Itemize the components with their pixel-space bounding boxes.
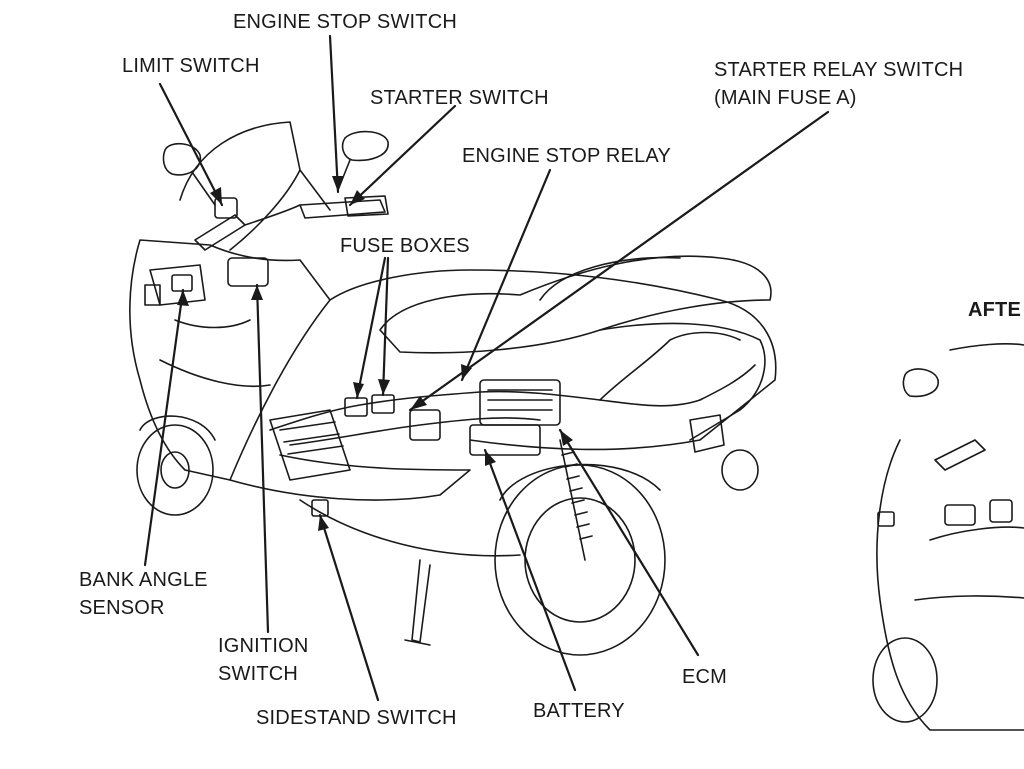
label-ecm: ECM — [682, 666, 728, 688]
headlight-left — [144, 284, 161, 306]
label-engine-stop-switch: ENGINE STOP SWITCH — [233, 11, 458, 33]
fuse-box-2 — [371, 394, 395, 414]
fairing-crease — [159, 359, 271, 388]
arrow-battery — [485, 450, 496, 466]
arrow-fuse-boxes-1 — [353, 382, 364, 398]
leader-ignition-switch — [255, 283, 270, 634]
arrow-engine-stop-switch — [332, 176, 344, 192]
seat — [379, 255, 772, 354]
leader-engine-stop-relay — [460, 168, 552, 382]
right-mirror — [341, 130, 389, 162]
wiring-harness-2 — [289, 417, 541, 446]
arrow-starter-relay-switch — [410, 396, 427, 410]
arrow-starter-switch — [350, 190, 365, 205]
handlebar-bridge — [244, 204, 301, 226]
label-starter-relay-switch-line2: (MAIN FUSE A) — [714, 87, 857, 109]
ecm-detail — [487, 389, 553, 411]
inset-connector-2 — [944, 504, 976, 526]
label-fuse-boxes: FUSE BOXES — [340, 235, 470, 257]
label-ignition-switch: IGNITION SWITCH — [218, 632, 309, 688]
rear-body — [599, 322, 766, 441]
leader-fuse-boxes-1 — [355, 256, 387, 400]
label-limit-switch: LIMIT SWITCH — [122, 55, 260, 77]
arrow-fuse-boxes-2 — [378, 379, 390, 395]
arrow-bank-angle-sensor — [177, 290, 189, 306]
label-sidestand-switch: SIDESTAND SWITCH — [256, 707, 457, 729]
label-engine-stop-relay: ENGINE STOP RELAY — [462, 145, 672, 167]
seat-hump — [539, 256, 681, 301]
label-ignition-switch-line2: SWITCH — [218, 663, 299, 685]
leader-limit-switch — [158, 82, 224, 207]
leader-ecm — [558, 428, 700, 657]
arrow-engine-stop-relay — [461, 364, 472, 380]
inset-mirror — [902, 368, 939, 398]
wiring-branch-rear — [699, 364, 756, 401]
label-bank-angle-sensor: BANK ANGLE SENSOR — [79, 566, 208, 622]
ignition-unit — [227, 257, 269, 287]
floorboard — [229, 454, 471, 501]
label-after: AFTE — [968, 299, 1022, 321]
wiring-branch — [599, 331, 741, 401]
inset-wheel — [872, 637, 938, 723]
inset-panel — [929, 526, 1024, 541]
stand-foot — [404, 639, 431, 646]
label-ignition-switch-line1: IGNITION — [218, 635, 309, 657]
label-battery: BATTERY — [533, 700, 625, 722]
leader-starter-relay-switch — [408, 110, 830, 412]
tail-light — [689, 414, 725, 453]
inset-connector-1 — [877, 511, 895, 527]
leader-fuse-boxes-2 — [381, 256, 390, 397]
relay-block — [409, 409, 441, 441]
side-stand — [411, 559, 431, 643]
sidestand-switch-unit — [311, 499, 329, 517]
side-panel — [329, 269, 777, 451]
label-starter-switch: STARTER SWITCH — [370, 87, 549, 109]
label-bank-angle-sensor-line2: SENSOR — [79, 597, 165, 619]
leader-engine-stop-switch — [328, 34, 340, 194]
rear-shock-spring — [561, 451, 593, 540]
front-fender — [139, 415, 216, 441]
arrow-ecm — [560, 430, 573, 446]
bank-angle-unit — [171, 274, 193, 292]
right-grip — [344, 195, 389, 217]
leader-starter-switch — [348, 104, 457, 207]
left-mirror — [162, 142, 202, 176]
limit-switch-unit — [214, 197, 238, 219]
leader-battery — [483, 448, 577, 692]
arrow-limit-switch — [210, 187, 222, 205]
front-wheel — [136, 424, 214, 516]
windscreen — [179, 121, 301, 251]
inset-connector-3 — [989, 499, 1013, 523]
arrow-sidestand-switch — [318, 515, 329, 531]
inset-handlebar — [934, 439, 986, 471]
inset-panel-2 — [914, 595, 1024, 601]
side-panel-lower — [299, 499, 521, 557]
label-starter-relay-switch: STARTER RELAY SWITCH (MAIN FUSE A) — [714, 56, 963, 112]
label-starter-relay-switch-line1: STARTER RELAY SWITCH — [714, 59, 964, 81]
leader-sidestand-switch — [318, 513, 380, 702]
inset-windscreen — [949, 343, 1024, 351]
engine-fins — [279, 421, 344, 455]
fairing-vent — [174, 319, 251, 329]
engine-block — [269, 409, 351, 481]
label-bank-angle-sensor-line1: BANK ANGLE — [79, 569, 208, 591]
rear-fender — [499, 463, 661, 501]
front-wheel-hub — [160, 451, 190, 489]
leader-bank-angle-sensor — [143, 288, 185, 567]
left-mirror-stem — [191, 171, 216, 206]
inset-fairing — [876, 439, 1024, 731]
battery-box — [469, 424, 541, 456]
rear-shock — [559, 439, 586, 561]
rear-wheel-inner — [524, 497, 636, 623]
rear-reflector — [721, 449, 759, 491]
fairing-panel — [149, 264, 206, 306]
arrow-ignition-switch — [251, 285, 263, 300]
